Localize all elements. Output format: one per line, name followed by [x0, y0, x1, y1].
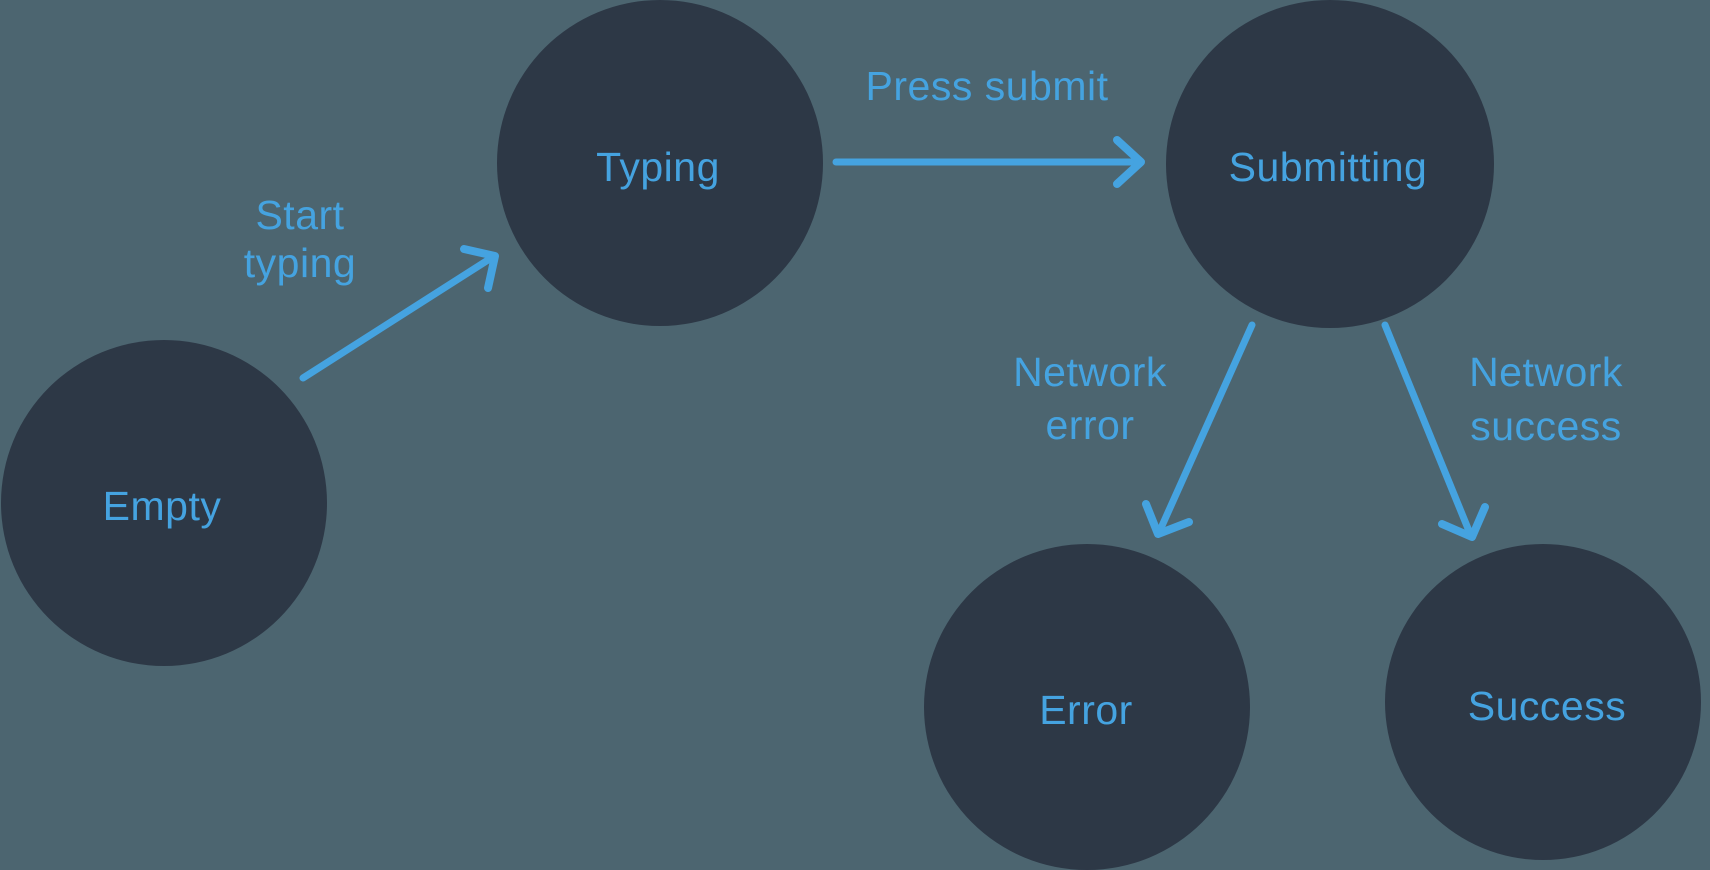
edge-start-typing: Start typing: [244, 192, 499, 382]
edge-label-press-submit: Press submit: [866, 63, 1109, 109]
network-success-arrow-line: [1381, 321, 1473, 535]
state-label-typing: Typing: [596, 144, 720, 190]
network-error-arrowhead-icon: [1142, 500, 1193, 538]
edge-label-network-error-line2: error: [1045, 402, 1134, 448]
state-circle-error: [924, 544, 1250, 870]
edge-label-start-typing-line2: typing: [244, 240, 356, 286]
state-node-empty: Empty: [1, 340, 327, 666]
state-node-error: Error: [924, 544, 1250, 870]
state-label-success: Success: [1468, 683, 1626, 729]
state-circle-submitting: [1166, 0, 1494, 328]
state-label-error: Error: [1039, 687, 1133, 733]
edge-network-error: Network error: [1013, 321, 1256, 538]
state-label-submitting: Submitting: [1229, 144, 1428, 190]
edge-label-network-error-line1: Network: [1013, 349, 1167, 395]
state-circle-empty: [1, 340, 327, 666]
state-circle-typing: [497, 0, 823, 326]
state-circle-success: [1385, 544, 1701, 860]
state-node-success: Success: [1385, 544, 1701, 860]
edge-network-success: Network success: [1381, 321, 1623, 541]
state-label-empty: Empty: [103, 483, 222, 529]
edge-press-submit: Press submit: [832, 63, 1145, 188]
state-node-typing: Typing: [497, 0, 823, 326]
edge-label-network-success-line1: Network: [1469, 349, 1623, 395]
edge-label-network-success-line2: success: [1470, 403, 1622, 449]
start-typing-arrowhead-icon: [460, 245, 499, 292]
network-error-arrow-line: [1157, 321, 1256, 532]
start-typing-arrow-line: [299, 256, 492, 382]
edge-label-start-typing-line1: Start: [255, 192, 344, 238]
state-node-submitting: Submitting: [1166, 0, 1494, 328]
press-submit-arrowhead-icon: [1113, 136, 1145, 188]
network-success-arrowhead-icon: [1438, 503, 1489, 541]
